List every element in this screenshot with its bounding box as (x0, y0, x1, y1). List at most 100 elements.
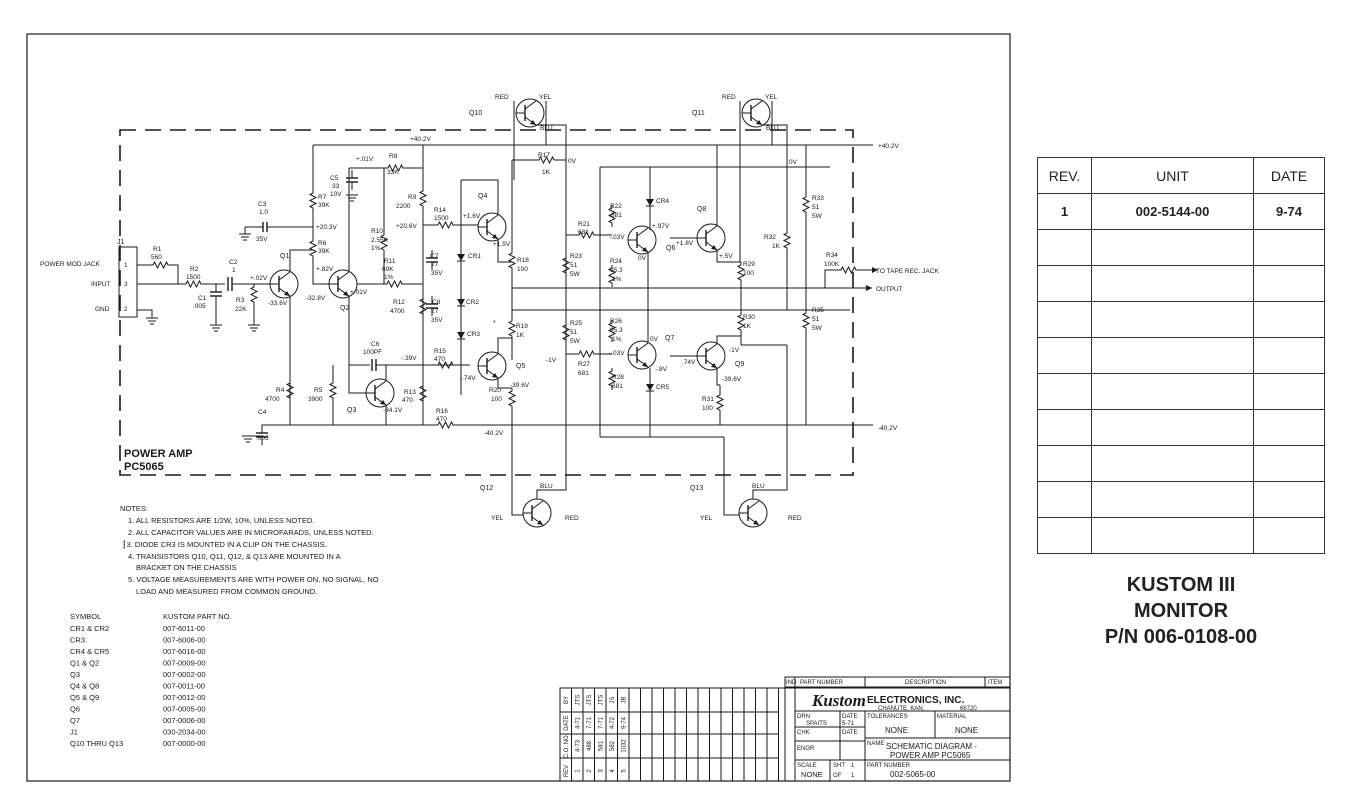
j1-pin2: 2 (124, 306, 128, 313)
c3-voltage: 35V (256, 236, 268, 243)
empty-cell (1037, 301, 1092, 338)
q5-base-voltage: -.74V (460, 375, 476, 382)
c7-value: 27 (431, 261, 439, 268)
date-header: DATE (1253, 157, 1325, 194)
empty-cell (1091, 445, 1254, 482)
rev-header: REV. (1037, 157, 1092, 194)
empty-cell (1037, 481, 1092, 518)
neg-rail-out-label: -40.2V (878, 425, 898, 432)
rev-grid-entry: JB (622, 696, 628, 703)
empty-cell (1091, 373, 1254, 410)
r27-label: R27 (578, 361, 590, 368)
parts-list-part-number: 007-0002-00 (163, 670, 206, 679)
r4-value: 4700 (265, 396, 280, 403)
r1-label: R1 (153, 246, 162, 253)
model-line-2: MONITOR (1133, 600, 1229, 622)
r10-label: R10 (371, 228, 383, 235)
zero-volt-2: 0V (789, 159, 798, 166)
j1-connector (118, 246, 138, 318)
tb-company: ELECTRONICS, INC. (867, 695, 964, 706)
c2-value: 1 (232, 267, 236, 274)
empty-cell (1037, 517, 1092, 554)
tb-material: NONE (955, 726, 978, 735)
tb-description-hdr: DESCRIPTION (905, 680, 946, 686)
empty-cell (1253, 265, 1325, 302)
j1-ref: J1 (117, 239, 125, 246)
r8-value: 33K (387, 169, 399, 176)
parts-list-part-number: 007-6006-00 (163, 636, 206, 645)
r30-value: 1K (743, 323, 752, 330)
c6-label: C6 (371, 341, 380, 348)
r35-label: R35 (812, 307, 824, 314)
tb-drn-by: SPAITS (806, 721, 827, 727)
q6-emitter-voltage: +.97V (652, 223, 670, 230)
model-line-1: KUSTOM III (1126, 574, 1236, 596)
q2-base-voltage: +.82V (316, 266, 334, 273)
r28-value: 681 (612, 383, 623, 390)
rev-grid-entry: 4-73 (576, 739, 582, 752)
rev-grid-entry: 4-72 (610, 716, 616, 729)
rev-grid-entry: 5 (622, 769, 628, 773)
parts-list-part-number: 007-0000-00 (163, 739, 206, 748)
c5-label: C5 (330, 175, 339, 182)
power-mod-jack-label: POWER MOD JACK (40, 261, 101, 268)
cr5-label: CR5 (656, 384, 669, 391)
tb-item-hdr: ITEM (988, 680, 1002, 686)
r22-value: 681 (611, 212, 622, 219)
c7-voltage: 35V (431, 270, 443, 277)
r11-value: 69K (382, 266, 394, 273)
empty-cell (1253, 445, 1325, 482)
r5-label: R5 (314, 387, 323, 394)
tb-name2: POWER AMP PC5065 (890, 751, 971, 760)
parts-list-part-number: 007-6016-00 (163, 647, 206, 656)
rev-grid-entry: 581 (599, 740, 605, 751)
c5-node-voltage: +.01V (356, 156, 374, 163)
r13-value: 470 (402, 397, 413, 404)
empty-cell (1091, 301, 1254, 338)
q7-label: Q7 (665, 335, 674, 342)
r10-tol: 1% (371, 245, 381, 252)
r3-value: 22K (235, 306, 247, 313)
r1-value: 560 (151, 254, 162, 261)
parts-list-symbol: Q3 (70, 670, 80, 679)
parts-list-part-number: 007-0005-00 (163, 705, 206, 714)
r19-label: R19 (516, 323, 528, 330)
tb-scale-hdr: SCALE (797, 763, 817, 769)
r27-value: 681 (578, 370, 589, 377)
note-2: 2. ALL CAPACITOR VALUES ARE IN MICROFARA… (128, 528, 374, 537)
parts-list-symbol-header: SYMBOL (70, 612, 101, 621)
q3-voltage: -34.1V (383, 407, 403, 414)
r12-value: 4700 (390, 308, 405, 315)
empty-cell (1253, 517, 1325, 554)
table-row (1037, 229, 1325, 266)
rev-grid-entry: 488 (587, 740, 593, 751)
q6-base-voltage: -.03V (609, 234, 625, 241)
r24-tol: 1% (612, 276, 622, 283)
r4-label: R4 (276, 387, 285, 394)
q8-base-voltage: +1.8V (676, 240, 694, 247)
tb-material-hdr: MATERIAL (937, 714, 967, 720)
q7-collector-voltage: 0V (650, 336, 659, 343)
r23-value: 51 (570, 262, 578, 269)
r7-value: 39K (318, 202, 330, 209)
parts-list-part-header: KUSTOM PART NO. (163, 612, 232, 621)
box-sub: PC5065 (124, 461, 164, 473)
tb-ind: IND (786, 680, 797, 686)
tb-engr: ENGR (797, 746, 815, 752)
r18-label: R18 (517, 257, 529, 264)
c4-value: .005 (256, 435, 269, 442)
unit-cell: 002-5144-00 (1091, 193, 1254, 230)
empty-cell (1253, 229, 1325, 266)
pos-rail-label: +40.2V (410, 136, 431, 143)
tb-chk: CHK (797, 730, 810, 736)
r34-value: 100K (824, 261, 840, 268)
q2-emitter-voltage: -32.8V (306, 295, 326, 302)
r31-value: 100 (702, 405, 713, 412)
empty-cell (1091, 229, 1254, 266)
table-row (1037, 337, 1325, 374)
q8-emitter-voltage: +.5V (719, 253, 733, 260)
empty-cell (1253, 373, 1325, 410)
q10-red: RED (495, 94, 509, 101)
r34-label: R34 (826, 252, 838, 259)
